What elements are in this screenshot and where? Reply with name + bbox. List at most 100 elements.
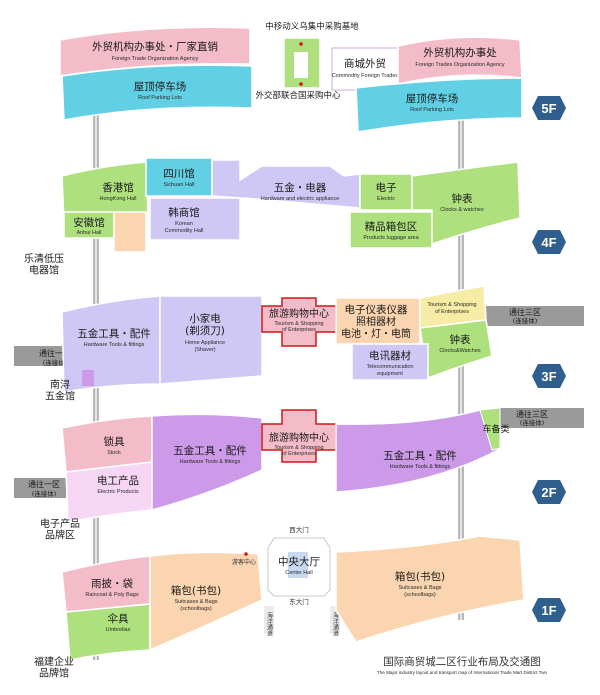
label-agency-right-en: Foreign Trades Organization Agency [415,62,505,68]
floor-badge-4f: 4F [532,230,566,254]
label-clocks-4f-en: Clocks & watches [440,207,484,213]
label-corridor-right-3f-sub: (连接体) [513,316,538,325]
zone-hardware-electric[interactable] [211,159,361,209]
zone-sichuan-hall[interactable] [145,157,213,197]
label-commodity: 商城外贸 [344,57,386,70]
center-hall[interactable]: 中央大厅 Center Hall [267,537,331,597]
floor-badge-3f: 3F [532,364,566,388]
svg-text:1F: 1F [541,603,556,618]
label-hardware-right-2f-en: Hardware Tools & fittings [390,464,451,470]
zone-kitchen-2f[interactable] [479,407,501,451]
label-bags-left: 箱包(书包) [171,584,221,597]
zone-anhui-annex[interactable] [113,211,147,253]
label-korean-en1: Korean [175,221,193,227]
label-clocks-3f-en: Clocks&Watches [439,348,481,354]
label-electric-4f: 电子 [376,181,397,194]
label-anhui: 安徽馆 [73,216,105,229]
label-kitchen: 车备类 [482,423,509,435]
label-bags-left-en2: (schoolbags) [180,606,212,612]
zone-agency-right[interactable] [397,36,523,85]
label-telecom: 电讯器材 [369,349,411,362]
label-telecom-en1: Telecommunication [366,364,413,370]
label-hardware-left-2f-en: Hardware Tools & fittings [180,459,241,465]
label-raincoat-en: Raincoat & Poly Bags [85,592,138,598]
label-tourism-3f-en2: of Enterprises [282,327,316,333]
floor-4f: 香港馆 HongKong Hall 四川馆 Sichuan Hall 安徽馆 A… [24,157,521,277]
label-umbrella-en: Umbrellas [106,627,131,633]
zone-home-appliance[interactable] [159,295,263,385]
corridor-to-zone3-3f[interactable] [486,306,584,326]
zone-tourism-shopping-3f[interactable] [261,297,337,347]
label-corridor-left-3f: 通往一区 [39,348,71,358]
side-label-line: 电器馆 [29,264,59,277]
label-home-appliance-en1: Home Appliance [185,340,225,346]
label-commodity-en: Commodity Foreign Trades [332,73,399,79]
label-lock-en: Stock [107,450,121,456]
label-hardware-left-2f: 五金工具・配件 [173,444,247,457]
ocean-passage-right [330,606,340,634]
label-bags-left-en1: Suitcases & Bags [174,599,217,605]
zone-korean-hall[interactable] [149,197,241,241]
label-tourism2-en1: Tourism & Shopping [427,302,476,308]
marker-dot [244,552,248,556]
zone-roof-parking-left[interactable] [61,64,253,121]
zone-tourism-enterprises-3f[interactable] [419,285,487,329]
zone-anhui-hall[interactable] [63,211,115,239]
zone-roof-parking-right[interactable] [355,77,523,133]
label-tourism-2f-en1: Tourism & Shopping [274,445,323,451]
label-visitor-center: 游客中心 [232,558,256,566]
label-center-hall-en: Center Hall [285,570,313,576]
label-roof-left: 屋顶停车场 [134,80,187,93]
corridor-to-zone1-2f[interactable] [14,478,66,498]
side-label-line: 五金馆 [45,390,75,403]
label-corridor-right-2f: 通往三区 [516,409,548,419]
corridor-to-zone1-3f[interactable] [14,346,68,366]
floor-1f: 雨披・袋 Raincoat & Poly Bags 伞具 Umbrellas 箱… [34,525,525,680]
label-bags-right-en1: Suitcases & Bags [398,585,441,591]
label-corridor-left-2f-sub: (连接体) [32,489,57,498]
zone-nanxun-annex[interactable] [82,370,94,386]
floor-5f: 外贸机构办事处・厂家直销 Foreign Trade Organization … [59,21,523,133]
label-hongkong: 香港馆 [102,181,134,194]
label-battery: 电池・灯・电筒 [341,327,411,340]
label-hardware-3f-en: Hardware Tools & fittings [84,342,145,348]
label-korean-en2: Commodity Hall [165,228,204,234]
label-korean: 韩商馆 [168,206,200,219]
floor-badge-5f: 5F [532,96,566,120]
floor-badges: 5F 4F 3F 2F 1F [532,96,566,622]
svg-text:4F: 4F [541,235,556,250]
label-tourism-3f-en1: Tourism & Shopping [274,321,323,327]
label-roof-left-en: Roof Parking Lots [138,95,182,101]
label-lock: 锁具 [104,435,125,448]
zone-bags-right[interactable] [335,535,525,643]
label-hardware-4f: 五金・电器 [274,181,327,194]
label-telecom-en2: equipment [377,371,403,377]
zone-tourism-shopping-2f[interactable] [261,409,337,463]
zone-bags-left[interactable] [149,551,263,652]
label-corridor-right-2f-sub: (连接体) [520,418,545,427]
floor-3f: 通往一区 (连接体) 通往三区 (连接体) 五金工具・配件 Hardware T… [14,285,584,403]
label-agency-right: 外贸机构办事处 [423,46,497,59]
label-passage-right: 海洋通道 [332,611,339,637]
zone-commodity-trades[interactable] [331,47,399,91]
label-center-hall: 中央大厅 [278,555,320,568]
corridor-to-zone3-2f[interactable] [500,408,584,428]
zone-clocks-3f[interactable] [419,319,493,380]
zone-hardware-left-2f[interactable] [151,413,263,511]
zone-hardware-right-2f[interactable] [335,409,499,493]
label-home-appliance: 小家电 [189,312,221,325]
zone-clocks-4f[interactable] [411,161,521,246]
label-luggage-en: Products luggage area [363,235,419,241]
zone-electric-4f[interactable] [359,173,413,211]
label-sichuan-en: Sichuan Hall [164,182,195,188]
floor-badge-2f: 2F [532,480,566,504]
label-corridor-left-3f-sub: (连接体) [43,358,68,367]
svg-text:3F: 3F [541,369,556,384]
label-electric-4f-en: Electric [377,196,395,202]
label-instruments: 电子仪表仪器 [345,303,408,316]
side-label-yueqing: 乐清低压电器馆 [24,252,64,277]
label-tourism-3f: 旅游购物中心 [269,307,329,320]
zone-telecom[interactable] [351,343,429,381]
svg-text:5F: 5F [541,101,556,116]
